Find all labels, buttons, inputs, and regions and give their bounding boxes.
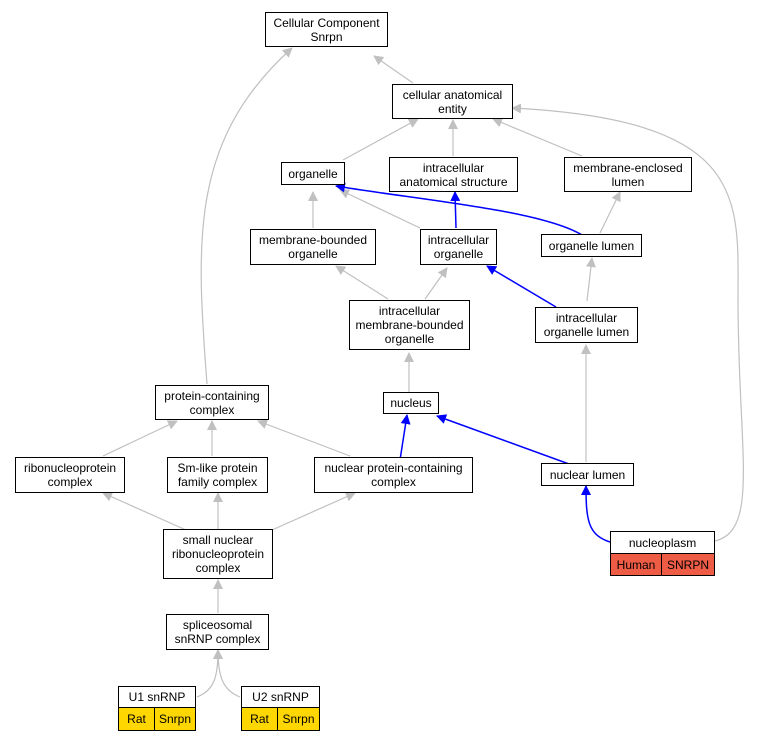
node-nucleus[interactable]: nucleus: [383, 392, 439, 414]
node-sm-like-protein-family-complex[interactable]: Sm-like protein family complex: [167, 457, 268, 493]
node-ribonucleoprotein-complex[interactable]: ribonucleoprotein complex: [15, 457, 125, 493]
node-spliceosomal-snrnp-complex[interactable]: spliceosomal snRNP complex: [166, 614, 269, 650]
node-cellular-anatomical-entity[interactable]: cellular anatomical entity: [392, 84, 513, 119]
gene-snrpn: SNRPN: [661, 554, 714, 575]
gene-snrpn: Snrpn: [154, 708, 195, 730]
edge-snrnp-npcc: [271, 492, 356, 531]
edge-imbo-io: [424, 267, 448, 300]
node-u1-snrnp[interactable]: U1 snRNP: [118, 686, 196, 708]
annotation-u2-snrnp: Rat Snrpn: [241, 707, 320, 731]
edge-iol-io: [486, 265, 557, 308]
node-intracellular-membrane-bounded-organelle[interactable]: intracellular membrane-bounded organelle: [349, 300, 470, 350]
edge-npcc-nucleus: [399, 414, 411, 461]
edge-organelle-cae: [342, 118, 419, 161]
node-membrane-enclosed-lumen[interactable]: membrane-enclosed lumen: [564, 157, 692, 192]
node-membrane-bounded-organelle[interactable]: membrane-bounded organelle: [250, 229, 376, 265]
edge-iol-ol: [585, 257, 596, 302]
node-small-nuclear-ribonucleoprotein-complex[interactable]: small nuclear ribonucleoprotein complex: [163, 529, 273, 579]
node-nucleoplasm[interactable]: nucleoplasm: [610, 531, 715, 554]
gene-snrpn: Snrpn: [277, 708, 319, 730]
edge-u2-spliceo: [213, 649, 241, 698]
edge-pcc-root: [200, 47, 293, 385]
species-rat: Rat: [127, 712, 146, 726]
edge-cae-root: [373, 55, 414, 84]
node-nuclear-protein-containing-complex[interactable]: nuclear protein-containing complex: [314, 457, 473, 493]
node-u2-snrnp[interactable]: U2 snRNP: [241, 686, 320, 708]
species-human: Human: [616, 557, 656, 572]
edge-ol-organelle: [335, 182, 583, 236]
node-intracellular-organelle-lumen[interactable]: intracellular organelle lumen: [535, 307, 638, 343]
node-organelle[interactable]: organelle: [281, 162, 345, 185]
edge-nucleoplasm-nl: [581, 485, 611, 543]
species-rat: Rat: [250, 712, 269, 726]
node-protein-containing-complex[interactable]: protein-containing complex: [155, 385, 269, 420]
node-nuclear-lumen[interactable]: nuclear lumen: [541, 463, 634, 486]
edge-snrnp-rnpc: [102, 492, 187, 531]
node-cellular-component-snrpn[interactable]: Cellular Component Snrpn: [265, 12, 388, 47]
node-intracellular-anatomical-structure[interactable]: intracellular anatomical structure: [389, 157, 518, 192]
edge-u1-spliceo: [196, 649, 223, 698]
annotation-nucleoplasm: Human SNRPN: [610, 553, 715, 576]
edge-ol-mel: [599, 191, 621, 234]
edge-io-ias: [450, 191, 461, 229]
edge-nucleoplasm-cae: [511, 103, 744, 542]
node-organelle-lumen[interactable]: organelle lumen: [541, 234, 642, 257]
edge-npcc-pcc: [257, 419, 351, 457]
edge-nl-nucleus: [436, 414, 570, 465]
edge-mel-cae: [492, 117, 583, 157]
edge-imbo-mbo: [335, 265, 389, 300]
edge-io-organelle: [339, 189, 421, 229]
node-intracellular-organelle[interactable]: intracellular organelle: [420, 229, 497, 265]
edge-rnpc-pcc: [102, 420, 178, 457]
annotation-u1-snrnp: Rat Snrpn: [118, 707, 196, 731]
